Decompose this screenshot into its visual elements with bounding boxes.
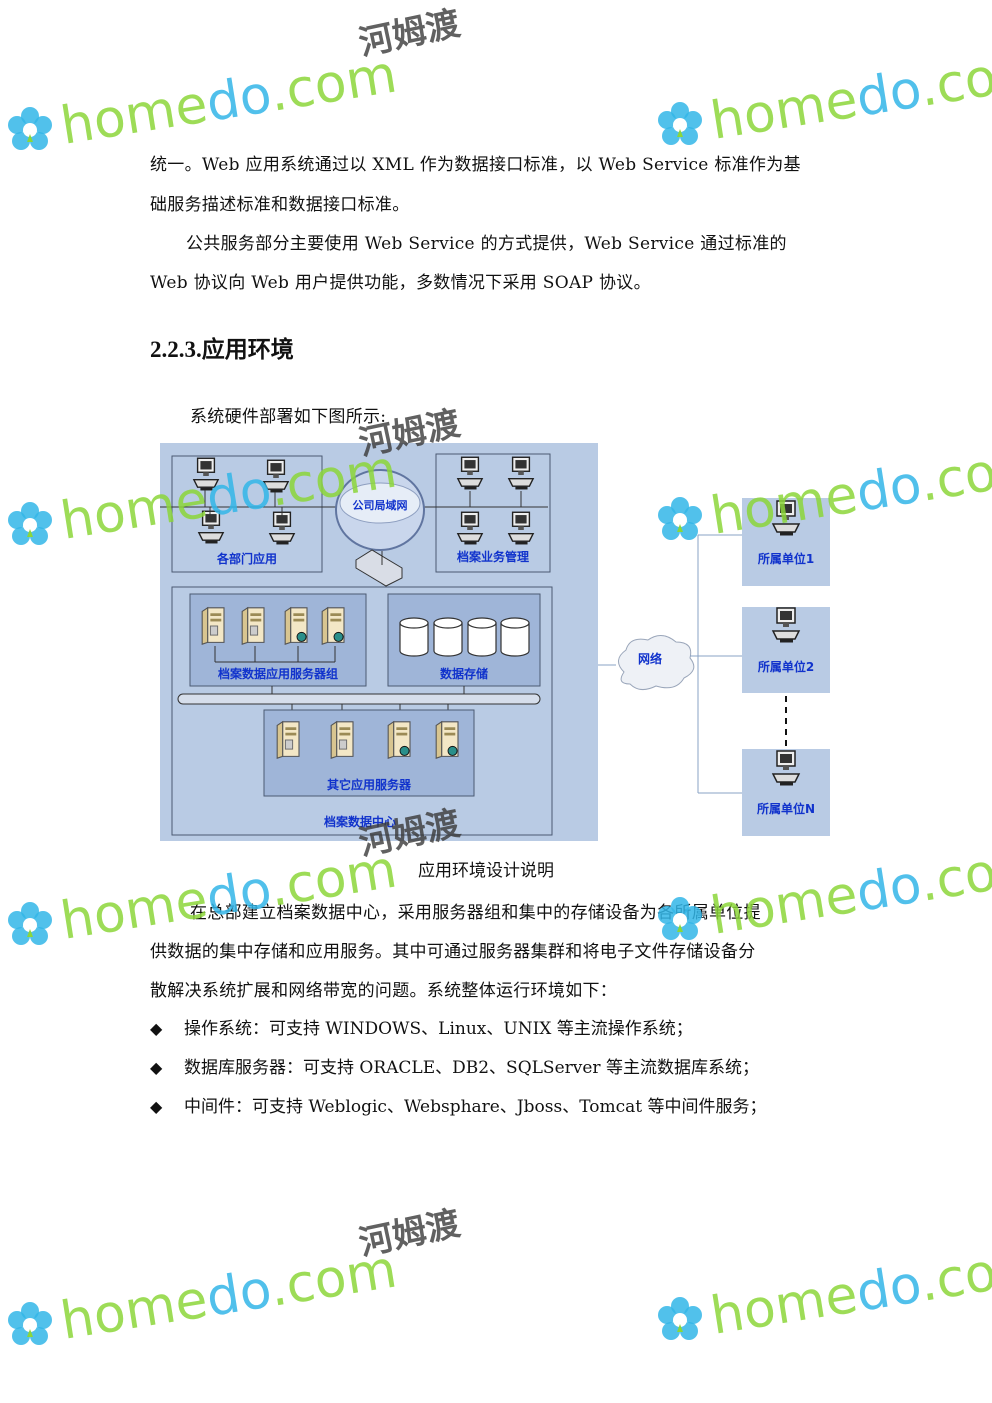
bullet-middleware: ◆ 中间件：可支持 Weblogic、Websphare、Jboss、Tomcat… [150, 1092, 767, 1117]
section-title: 应用环境 [201, 337, 294, 362]
bullet-text: 数据库服务器：可支持 ORACLE、DB2、SQLServer 等主流数据库系统… [184, 1058, 759, 1078]
bullet-os: ◆ 操作系统：可支持 WINDOWS、Linux、UNIX 等主流操作系统； [150, 1014, 693, 1039]
unit-1-label: 所属单位1 [758, 551, 814, 566]
paragraph-line-2: 础服务描述标准和数据接口标准。 [150, 195, 410, 215]
network-label: 网络 [638, 651, 662, 666]
diagram-intro: 系统硬件部署如下图所示: [190, 407, 387, 427]
unit-n-label: 所属单位N [757, 801, 815, 816]
bullet-marker: ◆ [150, 1097, 163, 1116]
lan-label: 公司局域网 [353, 498, 408, 512]
body-line-3: 散解决系统扩展和网络带宽的问题。系统整体运行环境如下： [150, 981, 618, 1001]
other-servers-label: 其它应用服务器 [327, 777, 412, 792]
figure-caption: 应用环境设计说明 [418, 861, 554, 881]
section-number: 2.2.3. [150, 337, 202, 362]
data-storage-label: 数据存储 [440, 666, 488, 681]
app-server-group-label: 档案数据应用服务器组 [218, 666, 338, 681]
archive-mgmt-label: 档案业务管理 [457, 549, 529, 564]
paragraph-line-1: 统一。Web 应用系统通过以 XML 作为数据接口标准，以 Web Servic… [150, 155, 801, 175]
section-heading: 2.2.3.应用环境 [150, 330, 294, 364]
data-center-label: 档案数据中心 [324, 814, 396, 829]
bullet-marker: ◆ [150, 1058, 163, 1077]
unit-2-label: 所属单位2 [758, 659, 814, 674]
bullet-db: ◆ 数据库服务器：可支持 ORACLE、DB2、SQLServer 等主流数据库系… [150, 1053, 759, 1078]
bullet-marker: ◆ [150, 1019, 163, 1038]
paragraph-line-3: 公共服务部分主要使用 Web Service 的方式提供，Web Service… [186, 234, 787, 254]
network-cloud [618, 635, 695, 690]
paragraph-line-4: Web 协议向 Web 用户提供功能，多数情况下采用 SOAP 协议。 [150, 273, 651, 293]
dept-apps-label: 各部门应用 [216, 551, 277, 566]
body-line-1: 在总部建立档案数据中心，采用服务器组和集中的存储设备为各所属单位提 [190, 903, 761, 923]
bullet-text: 中间件：可支持 Weblogic、Websphare、Jboss、Tomcat … [184, 1097, 767, 1117]
bullet-text: 操作系统：可支持 WINDOWS、Linux、UNIX 等主流操作系统； [184, 1019, 693, 1039]
body-line-2: 供数据的集中存储和应用服务。其中可通过服务器集群和将电子文件存储设备分 [150, 942, 756, 962]
backbone-bus [177, 693, 541, 705]
